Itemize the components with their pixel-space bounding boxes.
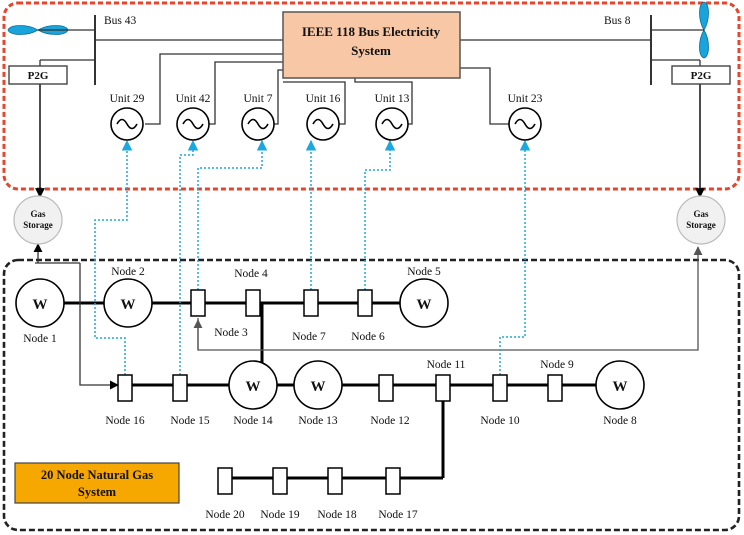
bus-43-label: Bus 43	[104, 15, 137, 27]
p2g-right-box: P2G	[671, 65, 731, 85]
unit-16: Unit 16	[306, 93, 341, 141]
gas-node-10: Node 10	[480, 374, 520, 427]
storage-right-line1: Gas	[693, 209, 709, 219]
gas-well-node-8: W Node 8	[595, 360, 645, 427]
unit-29: Unit 29	[110, 93, 145, 141]
unit-7: Unit 7	[241, 93, 275, 141]
electric-lines	[39, 15, 701, 125]
gas-node-15: Node 15	[170, 374, 210, 427]
central-box-title-line2: System	[351, 43, 391, 58]
well-symbol: W	[417, 297, 432, 313]
gas-node-17: Node 17	[378, 467, 418, 521]
node-1-label: Node 1	[23, 333, 57, 345]
ieee-118-bus-box: IEEE 118 Bus Electricity System	[282, 11, 461, 79]
gas-node-20: Node 20	[205, 467, 245, 521]
gas-node-4: Node 4	[234, 268, 268, 317]
unit-23: Unit 23	[508, 93, 543, 141]
node-2-label: Node 2	[111, 266, 145, 278]
gas-node-12: Node 12	[370, 374, 410, 427]
node-17-label: Node 17	[378, 509, 418, 521]
node-9-label: Node 9	[540, 359, 574, 371]
bus-8-label: Bus 8	[604, 15, 631, 27]
node-19-label: Node 19	[260, 509, 300, 521]
gas-system-title-box: 20 Node Natural Gas System	[14, 462, 180, 504]
gas-to-unit-couplings	[94, 139, 531, 375]
gas-node-18: Node 18	[317, 467, 357, 521]
well-symbol: W	[246, 379, 261, 395]
gas-system-title-line1: 20 Node Natural Gas	[41, 468, 153, 482]
storage-left-line1: Gas	[30, 209, 46, 219]
storage-right-line2: Storage	[686, 220, 716, 230]
unit-29-label: Unit 29	[110, 93, 145, 105]
central-box-title-line1: IEEE 118 Bus Electricity	[302, 24, 441, 39]
gas-well-node-13: W Node 13	[293, 360, 343, 427]
node-7-label: Node 7	[292, 331, 326, 343]
node-12-label: Node 12	[370, 415, 410, 427]
node-16-label: Node 16	[105, 415, 145, 427]
unit-13: Unit 13	[375, 93, 410, 141]
wind-turbine-icon	[651, 1, 709, 59]
node-18-label: Node 18	[317, 509, 357, 521]
unit-16-label: Unit 16	[306, 93, 341, 105]
well-symbol: W	[311, 379, 326, 395]
unit-13-label: Unit 13	[375, 93, 410, 105]
gas-well-node-1: W Node 1	[15, 278, 65, 345]
unit-42: Unit 42	[176, 93, 211, 141]
storage-left-line2: Storage	[23, 220, 53, 230]
electricity-region-border	[2, 1, 741, 191]
gas-well-node-2: W Node 2	[103, 266, 153, 328]
gas-node-9: Node 9	[540, 359, 574, 402]
gas-system-title-line2: System	[78, 485, 117, 499]
node-4-label: Node 4	[234, 268, 268, 280]
gas-node-19: Node 19	[260, 467, 300, 521]
well-symbol: W	[613, 379, 628, 395]
gas-node-11: Node 11	[427, 359, 466, 402]
node-3-label: Node 3	[214, 327, 248, 339]
wind-turbine-icon	[7, 25, 95, 35]
node-20-label: Node 20	[205, 509, 245, 521]
gas-node-7: Node 7	[292, 289, 326, 343]
unit-42-label: Unit 42	[176, 93, 211, 105]
node-6-label: Node 6	[351, 331, 385, 343]
gas-node-16: Node 16	[105, 374, 145, 427]
well-symbol: W	[121, 297, 136, 313]
node-13-label: Node 13	[298, 415, 338, 427]
node-11-label: Node 11	[427, 359, 466, 371]
gas-region-border	[2, 258, 741, 532]
unit-7-label: Unit 7	[243, 93, 272, 105]
gas-node-6: Node 6	[351, 289, 385, 343]
node-10-label: Node 10	[480, 415, 520, 427]
gas-well-node-5: W Node 5	[399, 266, 449, 328]
node-5-label: Node 5	[407, 266, 441, 278]
gas-thin-links	[33, 243, 703, 390]
well-symbol: W	[33, 297, 48, 313]
node-14-label: Node 14	[233, 415, 273, 427]
gas-storage-left: Gas Storage	[13, 195, 63, 245]
p2g-right-label: P2G	[691, 70, 712, 82]
p2g-left-label: P2G	[28, 70, 49, 82]
gas-node-3: Node 3	[190, 289, 248, 339]
unit-23-label: Unit 23	[508, 93, 543, 105]
gas-well-node-14: W Node 14	[228, 360, 278, 427]
node-8-label: Node 8	[603, 415, 637, 427]
gas-storage-right: Gas Storage	[676, 195, 726, 245]
node-15-label: Node 15	[170, 415, 210, 427]
p2g-left-box: P2G	[8, 65, 68, 85]
